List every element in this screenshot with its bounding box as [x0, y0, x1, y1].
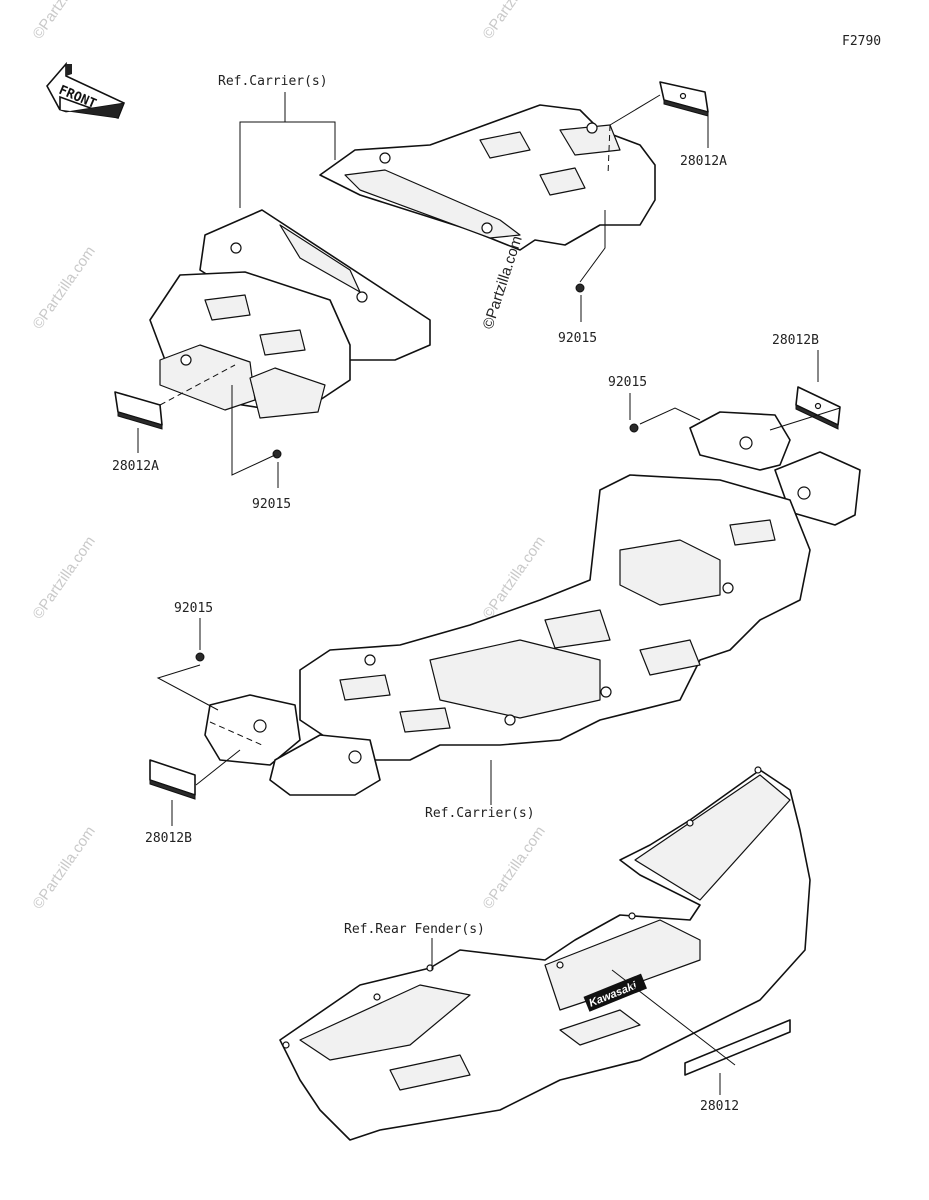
front-arrow-icon: FRONT	[46, 61, 126, 120]
part-number: 92015	[558, 331, 597, 346]
watermark: ©Partzilla.com	[29, 0, 99, 42]
watermark: ©Partzilla.com	[29, 823, 99, 912]
watermark: ©Partzilla.com	[29, 243, 99, 332]
part-number: 92015	[252, 497, 291, 512]
nut-92015-c	[629, 423, 639, 433]
part-number: 92015	[174, 601, 213, 616]
ref-carrier-label: Ref.Carrier(s)	[425, 806, 535, 821]
watermark-main: ©Partzilla.com	[480, 234, 526, 331]
reflector-28012b-right	[795, 386, 841, 430]
reflector-28012a-top	[659, 81, 709, 117]
part-number: 28012B	[772, 333, 819, 348]
watermark: ©Partzilla.com	[29, 533, 99, 622]
front-carrier-right	[319, 104, 656, 251]
part-number: 92015	[608, 375, 647, 390]
leader-lines	[137, 92, 841, 1095]
watermark: ©Partzilla.com	[479, 823, 549, 912]
rear-carrier	[204, 411, 861, 796]
reflector-28012b-left	[149, 759, 196, 800]
ref-rear-fender-label: Ref.Rear Fender(s)	[344, 922, 485, 937]
watermark: ©Partzilla.com	[479, 0, 549, 42]
front-carrier-left	[149, 209, 431, 419]
ref-carrier-label: Ref.Carrier(s)	[218, 74, 328, 89]
reflector-28012a-left	[114, 391, 163, 430]
part-number: 28012	[700, 1099, 739, 1114]
nut-92015-b	[272, 449, 282, 459]
part-number: 28012B	[145, 831, 192, 846]
part-number: 28012A	[112, 459, 159, 474]
nut-92015-d	[195, 652, 205, 662]
decal-28012	[684, 1019, 791, 1076]
rear-fender: Kawasaki	[279, 766, 811, 1141]
nut-92015-a	[575, 283, 585, 293]
part-number: 28012A	[680, 154, 727, 169]
figure-code: F2790	[842, 34, 881, 49]
